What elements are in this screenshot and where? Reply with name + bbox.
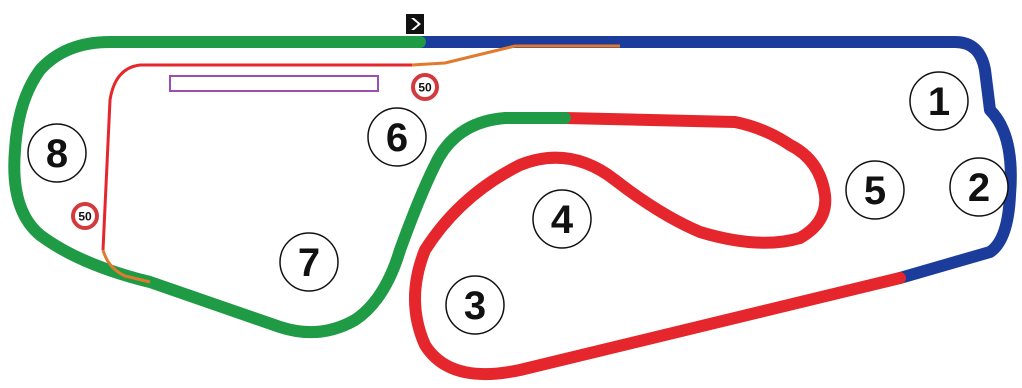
corner-number: 2 <box>968 166 990 210</box>
corner-marker-2: 2 <box>949 157 1009 217</box>
pit-lane <box>101 63 412 251</box>
corner-number: 1 <box>928 80 950 124</box>
corner-marker-5: 5 <box>845 160 905 220</box>
track-sector-red-lower <box>409 112 906 381</box>
corner-marker-1: 1 <box>909 71 969 131</box>
track-sector-blue <box>414 36 1017 284</box>
corner-marker-3: 3 <box>445 275 505 335</box>
start-flag <box>406 14 424 34</box>
corner-number: 6 <box>386 116 408 160</box>
corner-number: 7 <box>298 241 320 285</box>
corner-marker-7: 7 <box>279 232 339 292</box>
speed-limit-value: 50 <box>78 210 92 224</box>
corner-number: 8 <box>46 132 68 176</box>
speed-limit-sign-top: 50 <box>411 73 439 101</box>
corner-marker-6: 6 <box>367 107 427 167</box>
corner-number: 3 <box>464 284 486 328</box>
corner-number: 4 <box>551 198 574 242</box>
chevron-right-icon <box>411 18 421 30</box>
speed-limit-value: 50 <box>418 81 432 95</box>
speed-limit-sign-left: 50 <box>71 202 99 230</box>
pit-entry <box>411 44 620 67</box>
corner-number: 5 <box>864 169 886 213</box>
corner-marker-4: 4 <box>532 189 592 249</box>
pit-exit <box>101 249 151 284</box>
corner-marker-8: 8 <box>27 123 87 183</box>
pit-building <box>169 75 379 92</box>
